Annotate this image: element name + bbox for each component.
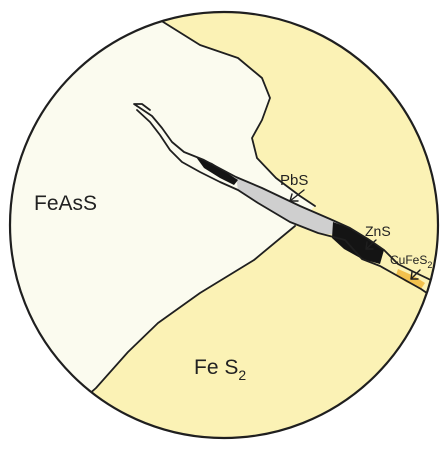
sphalerite-label: ZnS bbox=[365, 223, 391, 239]
galena-label: PbS bbox=[280, 172, 308, 189]
arsenopyrite-label: FeAsS bbox=[34, 192, 97, 215]
